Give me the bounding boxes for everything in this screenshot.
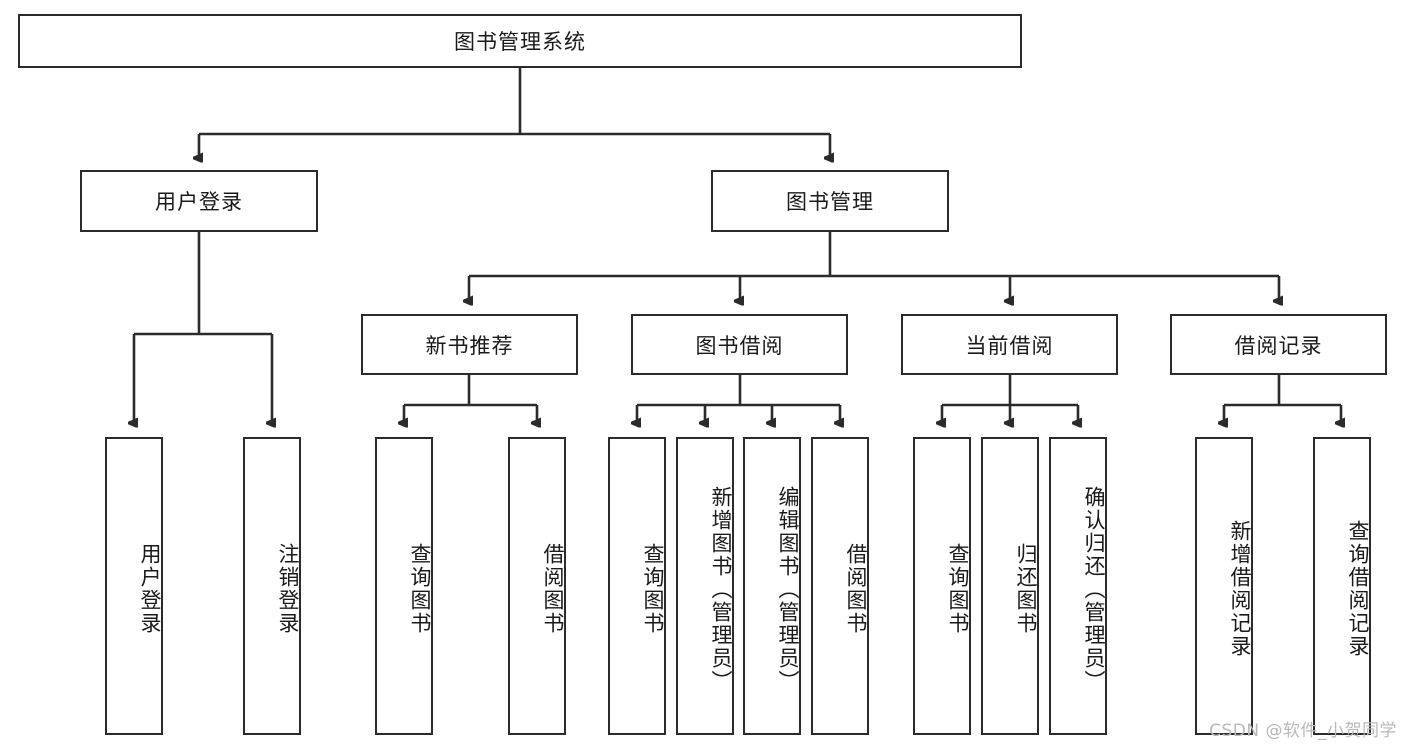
node-book-management[interactable]: 图书管理 (711, 170, 949, 232)
node-label: 当前借阅 (965, 333, 1054, 358)
leaf-current-query-book[interactable]: 查询图书 (913, 437, 971, 735)
node-label: 借阅图书 (541, 543, 565, 635)
leaf-recommend-borrow-book[interactable]: 借阅图书 (508, 437, 566, 735)
leaf-current-confirm-return-admin[interactable]: 确认归还（管理员） (1049, 437, 1107, 735)
node-label: 查询借阅记录 (1346, 520, 1370, 658)
leaf-record-query-record[interactable]: 查询借阅记录 (1313, 437, 1371, 735)
node-label: 确认归还（管理员） (1082, 485, 1106, 693)
node-label: 归还图书 (1014, 543, 1038, 635)
node-label: 图书管理系统 (454, 30, 586, 54)
leaf-borrow-add-book-admin[interactable]: 新增图书（管理员） (676, 437, 734, 735)
node-label: 编辑图书（管理员） (776, 485, 800, 693)
node-label: 查询图书 (946, 543, 970, 635)
leaf-current-return-book[interactable]: 归还图书 (981, 437, 1039, 735)
leaf-borrow-edit-book-admin[interactable]: 编辑图书（管理员） (743, 437, 801, 735)
node-label: 注销登录 (276, 543, 300, 635)
node-label: 图书借阅 (695, 333, 784, 358)
node-label: 用户登录 (155, 190, 243, 214)
leaf-borrow-borrow-book[interactable]: 借阅图书 (811, 437, 869, 735)
leaf-user-login-login[interactable]: 用户登录 (105, 437, 163, 735)
node-label: 用户登录 (138, 543, 162, 635)
node-borrow-record[interactable]: 借阅记录 (1170, 314, 1387, 375)
node-new-book-recommend[interactable]: 新书推荐 (361, 314, 578, 375)
node-book-borrow[interactable]: 图书借阅 (631, 314, 848, 375)
node-label: 新书推荐 (425, 333, 514, 358)
node-label: 图书管理 (786, 190, 874, 214)
leaf-record-add-record[interactable]: 新增借阅记录 (1195, 437, 1253, 735)
node-root-system[interactable]: 图书管理系统 (18, 14, 1022, 68)
leaf-recommend-query-book[interactable]: 查询图书 (375, 437, 433, 735)
csdn-watermark: CSDN @软件_小贺同学 (1209, 721, 1397, 741)
leaf-borrow-query-book[interactable]: 查询图书 (608, 437, 666, 735)
node-label: 借阅图书 (844, 543, 868, 635)
node-current-borrow[interactable]: 当前借阅 (901, 314, 1118, 375)
node-label: 新增借阅记录 (1228, 520, 1252, 658)
node-user-login[interactable]: 用户登录 (80, 170, 318, 232)
node-label: 新增图书（管理员） (709, 485, 733, 693)
node-label: 查询图书 (408, 543, 432, 635)
node-label: 查询图书 (641, 543, 665, 635)
leaf-user-login-logout[interactable]: 注销登录 (243, 437, 301, 735)
node-label: 借阅记录 (1234, 333, 1323, 358)
